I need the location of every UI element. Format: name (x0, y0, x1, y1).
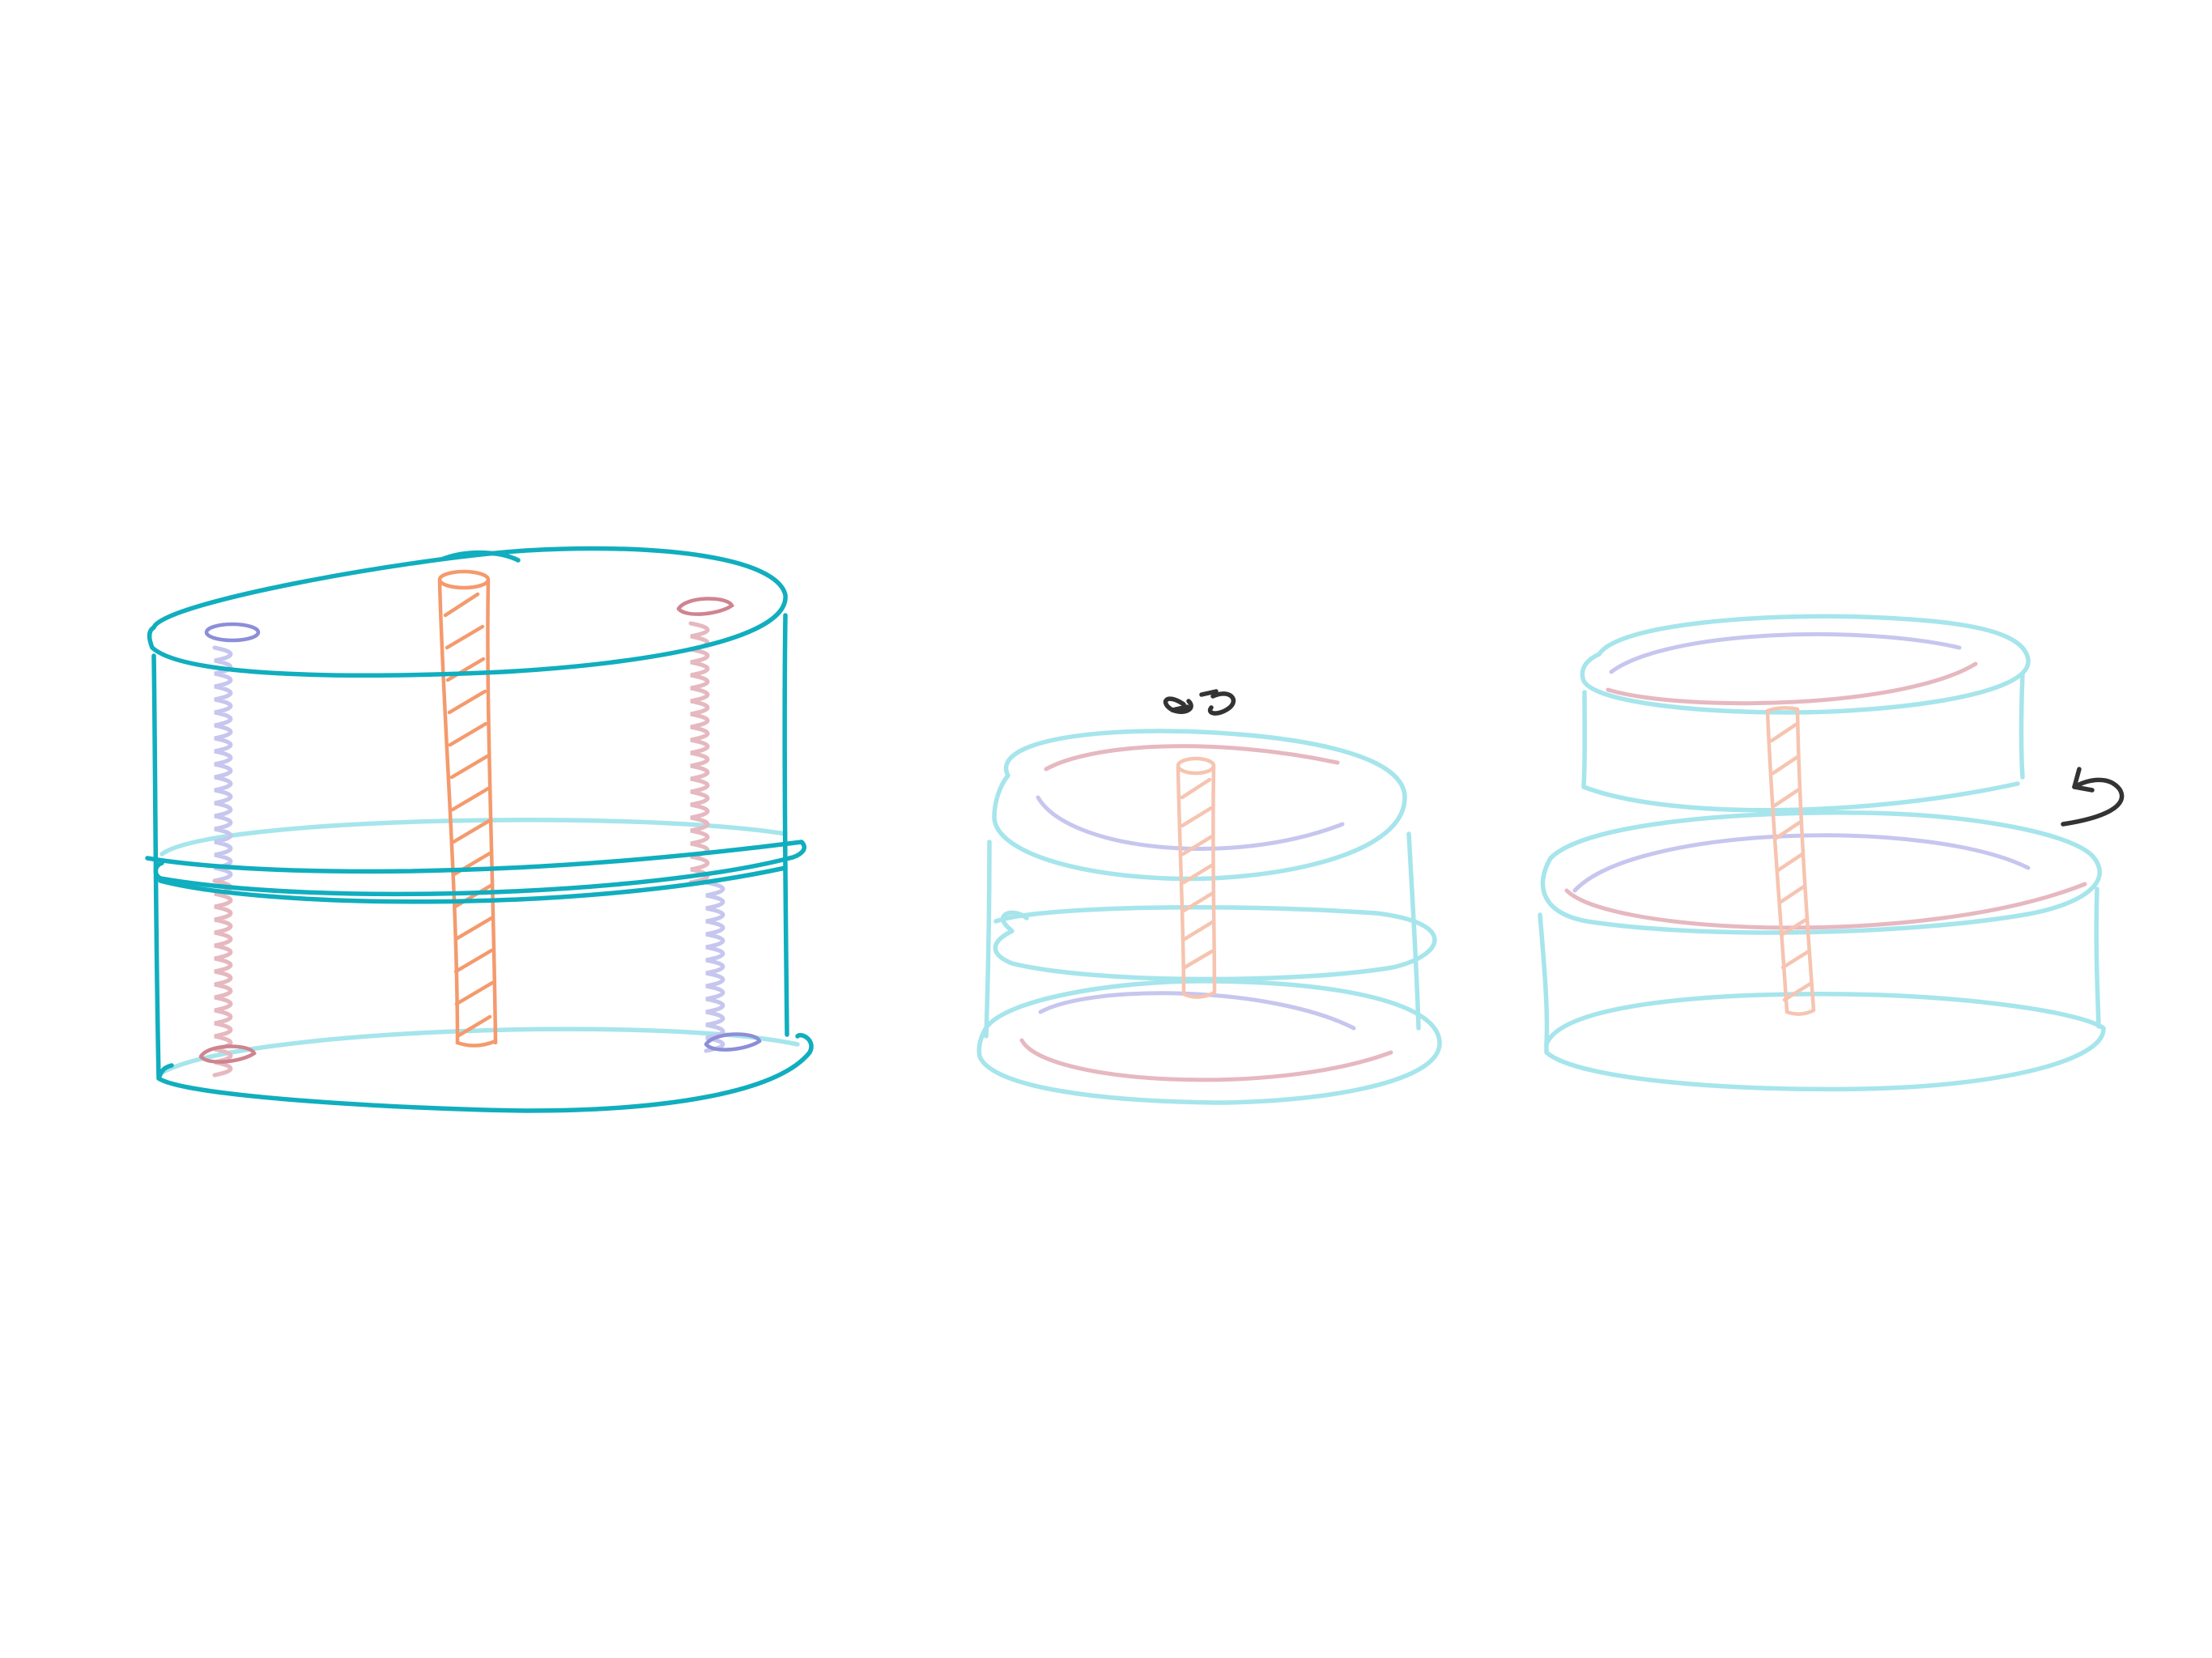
right-column-top-cap (676, 597, 734, 616)
bottom-disc-front (156, 1033, 814, 1113)
lower-disc-inner-purple-3 (1572, 833, 2031, 893)
center-column-3-hatching (1769, 722, 1813, 1002)
center-column (437, 569, 498, 1048)
middle-cylinder-figure (976, 689, 1442, 1105)
left-column-upper-coil (212, 645, 233, 883)
top-disc-sides-3 (1581, 671, 2025, 813)
middle-band-front (145, 840, 806, 897)
top-disc-inner-pink (1044, 744, 1340, 772)
right-side-line-2 (1406, 831, 1421, 1031)
right-column-bottom-cap (704, 1032, 762, 1052)
left-column (198, 622, 261, 1078)
center-column-bottom (455, 1039, 498, 1048)
base-ellipse-3 (1544, 992, 2106, 1092)
center-column-2-edges (1176, 765, 1217, 999)
bottom-disc-left (156, 1063, 174, 1081)
stacked-cylinder-figure (145, 546, 814, 1113)
center-column-2-top-cap (1176, 756, 1216, 776)
center-column-2-hatching (1180, 777, 1216, 970)
top-disc-outline-3 (1580, 614, 2031, 715)
left-column-lower-coil (212, 878, 233, 1078)
center-column-top-cap (437, 569, 491, 590)
center-column-3-edges (1765, 706, 1816, 1016)
top-disc-outline-2 (992, 729, 1407, 882)
top-disc-inner-purple (1036, 795, 1345, 851)
middle-band-lower (158, 865, 788, 904)
center-column-hatching (443, 592, 495, 1039)
left-side-line-2 (984, 840, 992, 1039)
bottom-disc-back (160, 1027, 800, 1075)
left-column-top-cap (204, 622, 261, 643)
lower-disc-sides-3 (1538, 886, 2101, 1047)
top-disc-inner-purple-3 (1609, 632, 1962, 674)
top-disc-inner-pink-3 (1606, 661, 1978, 706)
top-disc-outline (147, 546, 788, 678)
twist-arrows-icon (1163, 689, 1236, 716)
lower-disc-outline-3 (1540, 810, 2102, 935)
rotate-arrow-icon (2061, 767, 2125, 827)
bottom-disc-inner-pink (1019, 1038, 1393, 1082)
center-column-2 (1176, 756, 1217, 999)
top-disc-tick (441, 550, 521, 563)
right-column-lower-coil (704, 880, 725, 1053)
left-side-line (151, 653, 161, 1081)
center-column-left-edge (437, 579, 460, 1045)
center-column-3 (1765, 706, 1816, 1016)
lower-disc-inner-pink-3 (1564, 882, 2087, 930)
bottom-disc-outline-2 (976, 979, 1442, 1105)
right-cylinder-figure (1538, 614, 2125, 1092)
right-side-line (782, 613, 789, 1037)
right-column-upper-coil (688, 621, 710, 885)
middle-ring-outline (993, 904, 1437, 982)
center-column-right-edge (486, 579, 498, 1045)
middle-ring-curl (1001, 910, 1029, 932)
right-column (676, 597, 762, 1053)
left-column-bottom-cap (198, 1044, 257, 1064)
middle-disc-back (160, 818, 788, 857)
